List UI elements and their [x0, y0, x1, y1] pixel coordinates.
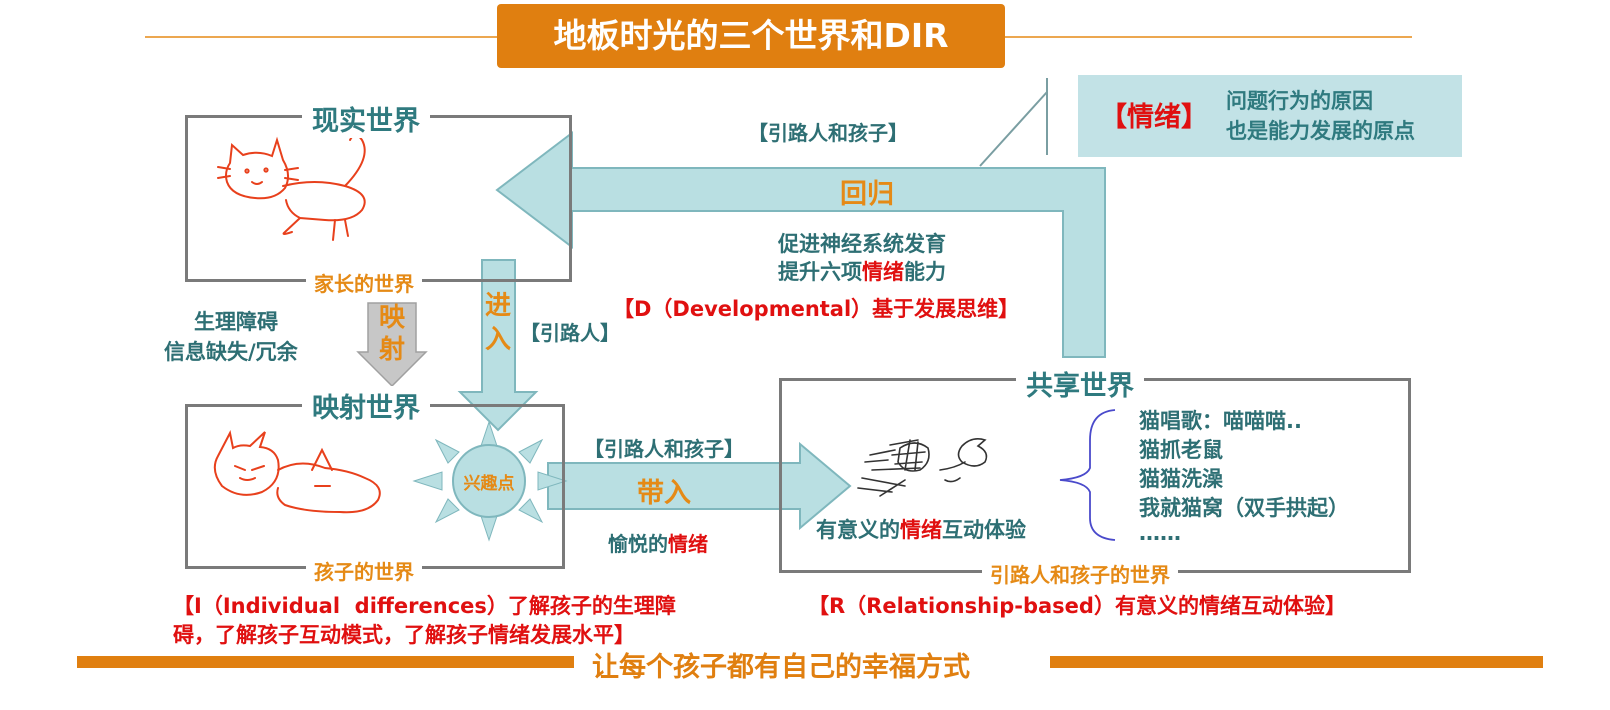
shared-caption-pre: 有意义的 — [816, 518, 900, 542]
real-world-subtitle: 家长的世界 — [306, 268, 422, 297]
example-item: 猫抓老鼠 — [1139, 438, 1223, 462]
footer-bar-left — [77, 656, 574, 668]
return-line-2-post: 能力 — [904, 260, 946, 284]
emotion-tag: 【情绪】 — [1100, 102, 1208, 133]
shared-sketch — [857, 438, 988, 497]
return-label: 回归 — [840, 179, 894, 210]
footer-bar-right — [1050, 656, 1543, 668]
bring-label: 带入 — [637, 478, 691, 509]
interest-sun — [412, 420, 568, 542]
shared-caption-emph: 情绪 — [900, 518, 942, 542]
enter-label-1: 进 — [484, 291, 511, 321]
example-item: 猫猫洗澡 — [1139, 467, 1223, 491]
return-line-2-emph: 情绪 — [862, 260, 904, 284]
return-arrow — [495, 130, 1106, 358]
emotion-line-2: 也是能力发展的原点 — [1226, 119, 1415, 143]
mapped-world-subtitle: 孩子的世界 — [306, 556, 422, 585]
example-item: …… — [1139, 521, 1181, 545]
interest-point-label: 兴趣点 — [463, 474, 515, 494]
examples-brace — [1059, 409, 1116, 541]
barriers-line-2: 信息缺失/冗余 — [164, 340, 298, 364]
bring-bottom-label: 愉悦的情绪 — [608, 528, 708, 557]
page-title: 地板时光的三个世界和DIR — [497, 4, 1005, 68]
mapping-label-1: 映 — [378, 303, 405, 333]
shared-caption: 有意义的情绪互动体验 — [816, 514, 1026, 544]
cat-sketch-child — [213, 430, 381, 514]
shared-world-title: 共享世界 — [1016, 364, 1144, 403]
emotion-box: 【情绪】 问题行为的原因 也是能力发展的原点 — [1078, 75, 1462, 157]
i-label-line-2: 碍，了解孩子互动模式，了解孩子情绪发展水平】 — [173, 623, 635, 647]
enter-side-label: 【引路人】 — [520, 321, 620, 345]
r-label: 【R（Relationship-based）有意义的情绪互动体验】 — [808, 594, 1346, 618]
bring-bottom-pre: 愉悦的 — [608, 532, 668, 556]
enter-label-2: 入 — [484, 325, 511, 355]
shared-world-subtitle: 引路人和孩子的世界 — [982, 559, 1178, 588]
callout-line-2 — [979, 91, 1048, 167]
enter-arrow — [457, 259, 539, 432]
real-world-frame — [185, 115, 572, 282]
shared-caption-post: 互动体验 — [942, 518, 1026, 542]
emotion-line-1: 问题行为的原因 — [1226, 89, 1373, 113]
return-line-2-pre: 提升六项 — [778, 260, 862, 284]
bring-top-label: 【引路人和孩子】 — [584, 437, 744, 461]
return-top-label: 【引路人和孩子】 — [748, 121, 908, 145]
d-label: 【D（Developmental）基于发展思维】 — [613, 297, 1020, 321]
footer-text: 让每个孩子都有自己的幸福方式 — [592, 652, 970, 683]
return-line-2: 提升六项情绪能力 — [778, 256, 946, 286]
bring-arrow — [547, 441, 852, 531]
real-world-title: 现实世界 — [302, 99, 430, 138]
barriers-line-1: 生理障碍 — [194, 310, 278, 334]
return-line-1: 促进神经系统发育 — [778, 232, 946, 256]
mapped-world-title: 映射世界 — [302, 386, 430, 425]
cat-sketch-real — [217, 134, 366, 241]
mapping-label-2: 射 — [378, 335, 405, 365]
mapping-arrow — [356, 302, 428, 388]
example-item: 我就猫窝（双手拱起） — [1139, 496, 1349, 520]
i-label-line-1: 【I（Individual differences）了解孩子的生理障 — [173, 594, 676, 618]
bring-bottom-emph: 情绪 — [668, 532, 708, 556]
example-item: 猫唱歌：喵喵喵.. — [1139, 409, 1302, 433]
